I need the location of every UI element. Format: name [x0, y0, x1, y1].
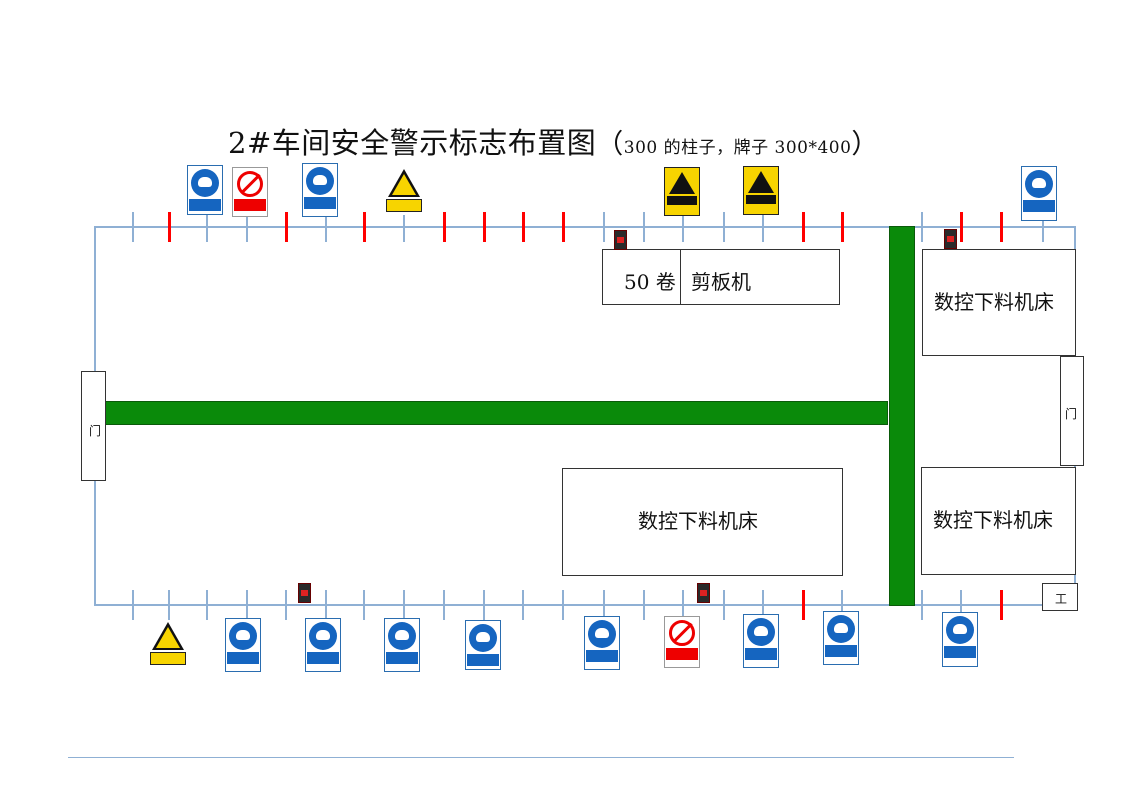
mask-mandatory-sign-icon — [187, 165, 223, 215]
helmet-mandatory-sign-icon — [743, 614, 779, 668]
roll-50-label: 50 卷 — [624, 270, 676, 294]
title-open-paren: （ — [596, 129, 624, 160]
column-marker — [522, 212, 525, 242]
wall-tick — [325, 590, 327, 620]
cnc-machine-bottom-mid: 数控下料机床 — [562, 468, 843, 576]
wall-tick — [325, 212, 327, 242]
wall-tick — [132, 212, 134, 242]
no-smoking-sign-icon — [232, 167, 268, 217]
aisle-horizontal — [104, 401, 888, 425]
wall-tick — [246, 212, 248, 242]
door-right: 门 — [1060, 356, 1084, 466]
cnc-machine-top-right-label: 数控下料机床 — [934, 290, 1054, 314]
cnc-machine-bottom-right-label: 数控下料机床 — [933, 508, 1053, 532]
tool-room-label: 工 — [1055, 592, 1068, 606]
door-right-label: 门 — [1065, 407, 1078, 421]
footer-divider — [68, 757, 1014, 758]
goggles-mandatory-sign-icon — [302, 163, 338, 217]
wall-tick — [522, 590, 524, 620]
column-marker — [483, 212, 486, 242]
wall-tick — [762, 590, 764, 620]
wall-tick — [841, 590, 843, 620]
wall-tick — [682, 212, 684, 242]
electric-shock-warning-sign-icon — [664, 167, 700, 216]
door-left: 门 — [81, 371, 106, 481]
wall-top — [94, 226, 1076, 228]
wall-tick — [603, 212, 605, 242]
cnc-machine-bottom-right: 数控下料机床 — [921, 467, 1076, 575]
tool-room: 工 — [1042, 583, 1078, 611]
wall-tick — [921, 590, 923, 620]
fire-extinguisher-icon — [944, 229, 957, 249]
wall-tick — [603, 590, 605, 620]
title-close-paren: ） — [851, 129, 879, 160]
mask-mandatory-sign-icon — [823, 611, 859, 665]
goggles-mandatory-sign-icon — [942, 612, 978, 667]
wall-tick — [643, 590, 645, 620]
column-marker — [1000, 212, 1003, 242]
wall-tick — [682, 590, 684, 620]
wall-tick — [206, 212, 208, 242]
wall-tick — [723, 590, 725, 620]
fire-extinguisher-icon — [697, 583, 710, 603]
door-left-label: 门 — [89, 424, 102, 438]
aisle-vertical — [889, 226, 915, 606]
diagram-title: 2#车间安全警示标志布置图（300 的柱子，牌子 300*400） — [228, 120, 879, 162]
wall-tick — [643, 212, 645, 242]
column-marker — [285, 212, 288, 242]
wall-tick — [562, 590, 564, 620]
wall-tick — [443, 590, 445, 620]
column-marker — [1000, 590, 1003, 620]
column-marker — [168, 212, 171, 242]
column-marker — [841, 212, 844, 242]
column-marker — [562, 212, 565, 242]
wall-tick — [403, 212, 405, 242]
shear-machine-area: 剪板机 — [680, 249, 840, 305]
caution-light-warning-sign-icon — [150, 620, 186, 670]
hand-injury-warning-sign-icon — [743, 166, 779, 215]
wall-tick — [285, 590, 287, 620]
title-note: 300 的柱子，牌子 300*400 — [623, 138, 852, 158]
column-marker — [363, 212, 366, 242]
cnc-machine-top-right: 数控下料机床 — [922, 249, 1076, 356]
goggles-mandatory-sign-icon — [225, 618, 261, 672]
column-marker — [960, 212, 963, 242]
wall-tick — [168, 590, 170, 620]
wall-bottom — [94, 604, 1076, 606]
wall-tick — [403, 590, 405, 620]
mask-mandatory-sign-icon — [305, 618, 341, 672]
column-marker — [802, 212, 805, 242]
wall-tick — [483, 590, 485, 620]
caution-light-warning-sign-icon — [386, 167, 422, 215]
column-marker — [443, 212, 446, 242]
wall-tick — [246, 590, 248, 620]
goggles-mandatory-sign-icon — [584, 616, 620, 670]
wall-tick — [132, 590, 134, 620]
fire-extinguisher-icon — [614, 230, 627, 250]
wall-tick — [206, 590, 208, 620]
cnc-machine-bottom-mid-label: 数控下料机床 — [638, 509, 758, 533]
column-marker — [802, 590, 805, 620]
wall-tick — [960, 590, 962, 620]
fire-extinguisher-icon — [298, 583, 311, 603]
no-smoking-sign-icon — [664, 616, 700, 668]
wall-tick — [1042, 212, 1044, 242]
wall-tick — [921, 212, 923, 242]
wall-tick — [762, 212, 764, 242]
goggles-mandatory-sign-icon — [1021, 166, 1057, 221]
wall-tick — [363, 590, 365, 620]
title-main: 2#车间安全警示标志布置图 — [228, 126, 597, 160]
gloves-mandatory-sign-icon — [384, 618, 420, 672]
wall-tick — [723, 212, 725, 242]
safety-shoes-mandatory-sign-icon — [465, 620, 501, 670]
shear-machine-label: 剪板机 — [691, 270, 751, 294]
roll-50-area: 50 卷 — [602, 249, 681, 305]
